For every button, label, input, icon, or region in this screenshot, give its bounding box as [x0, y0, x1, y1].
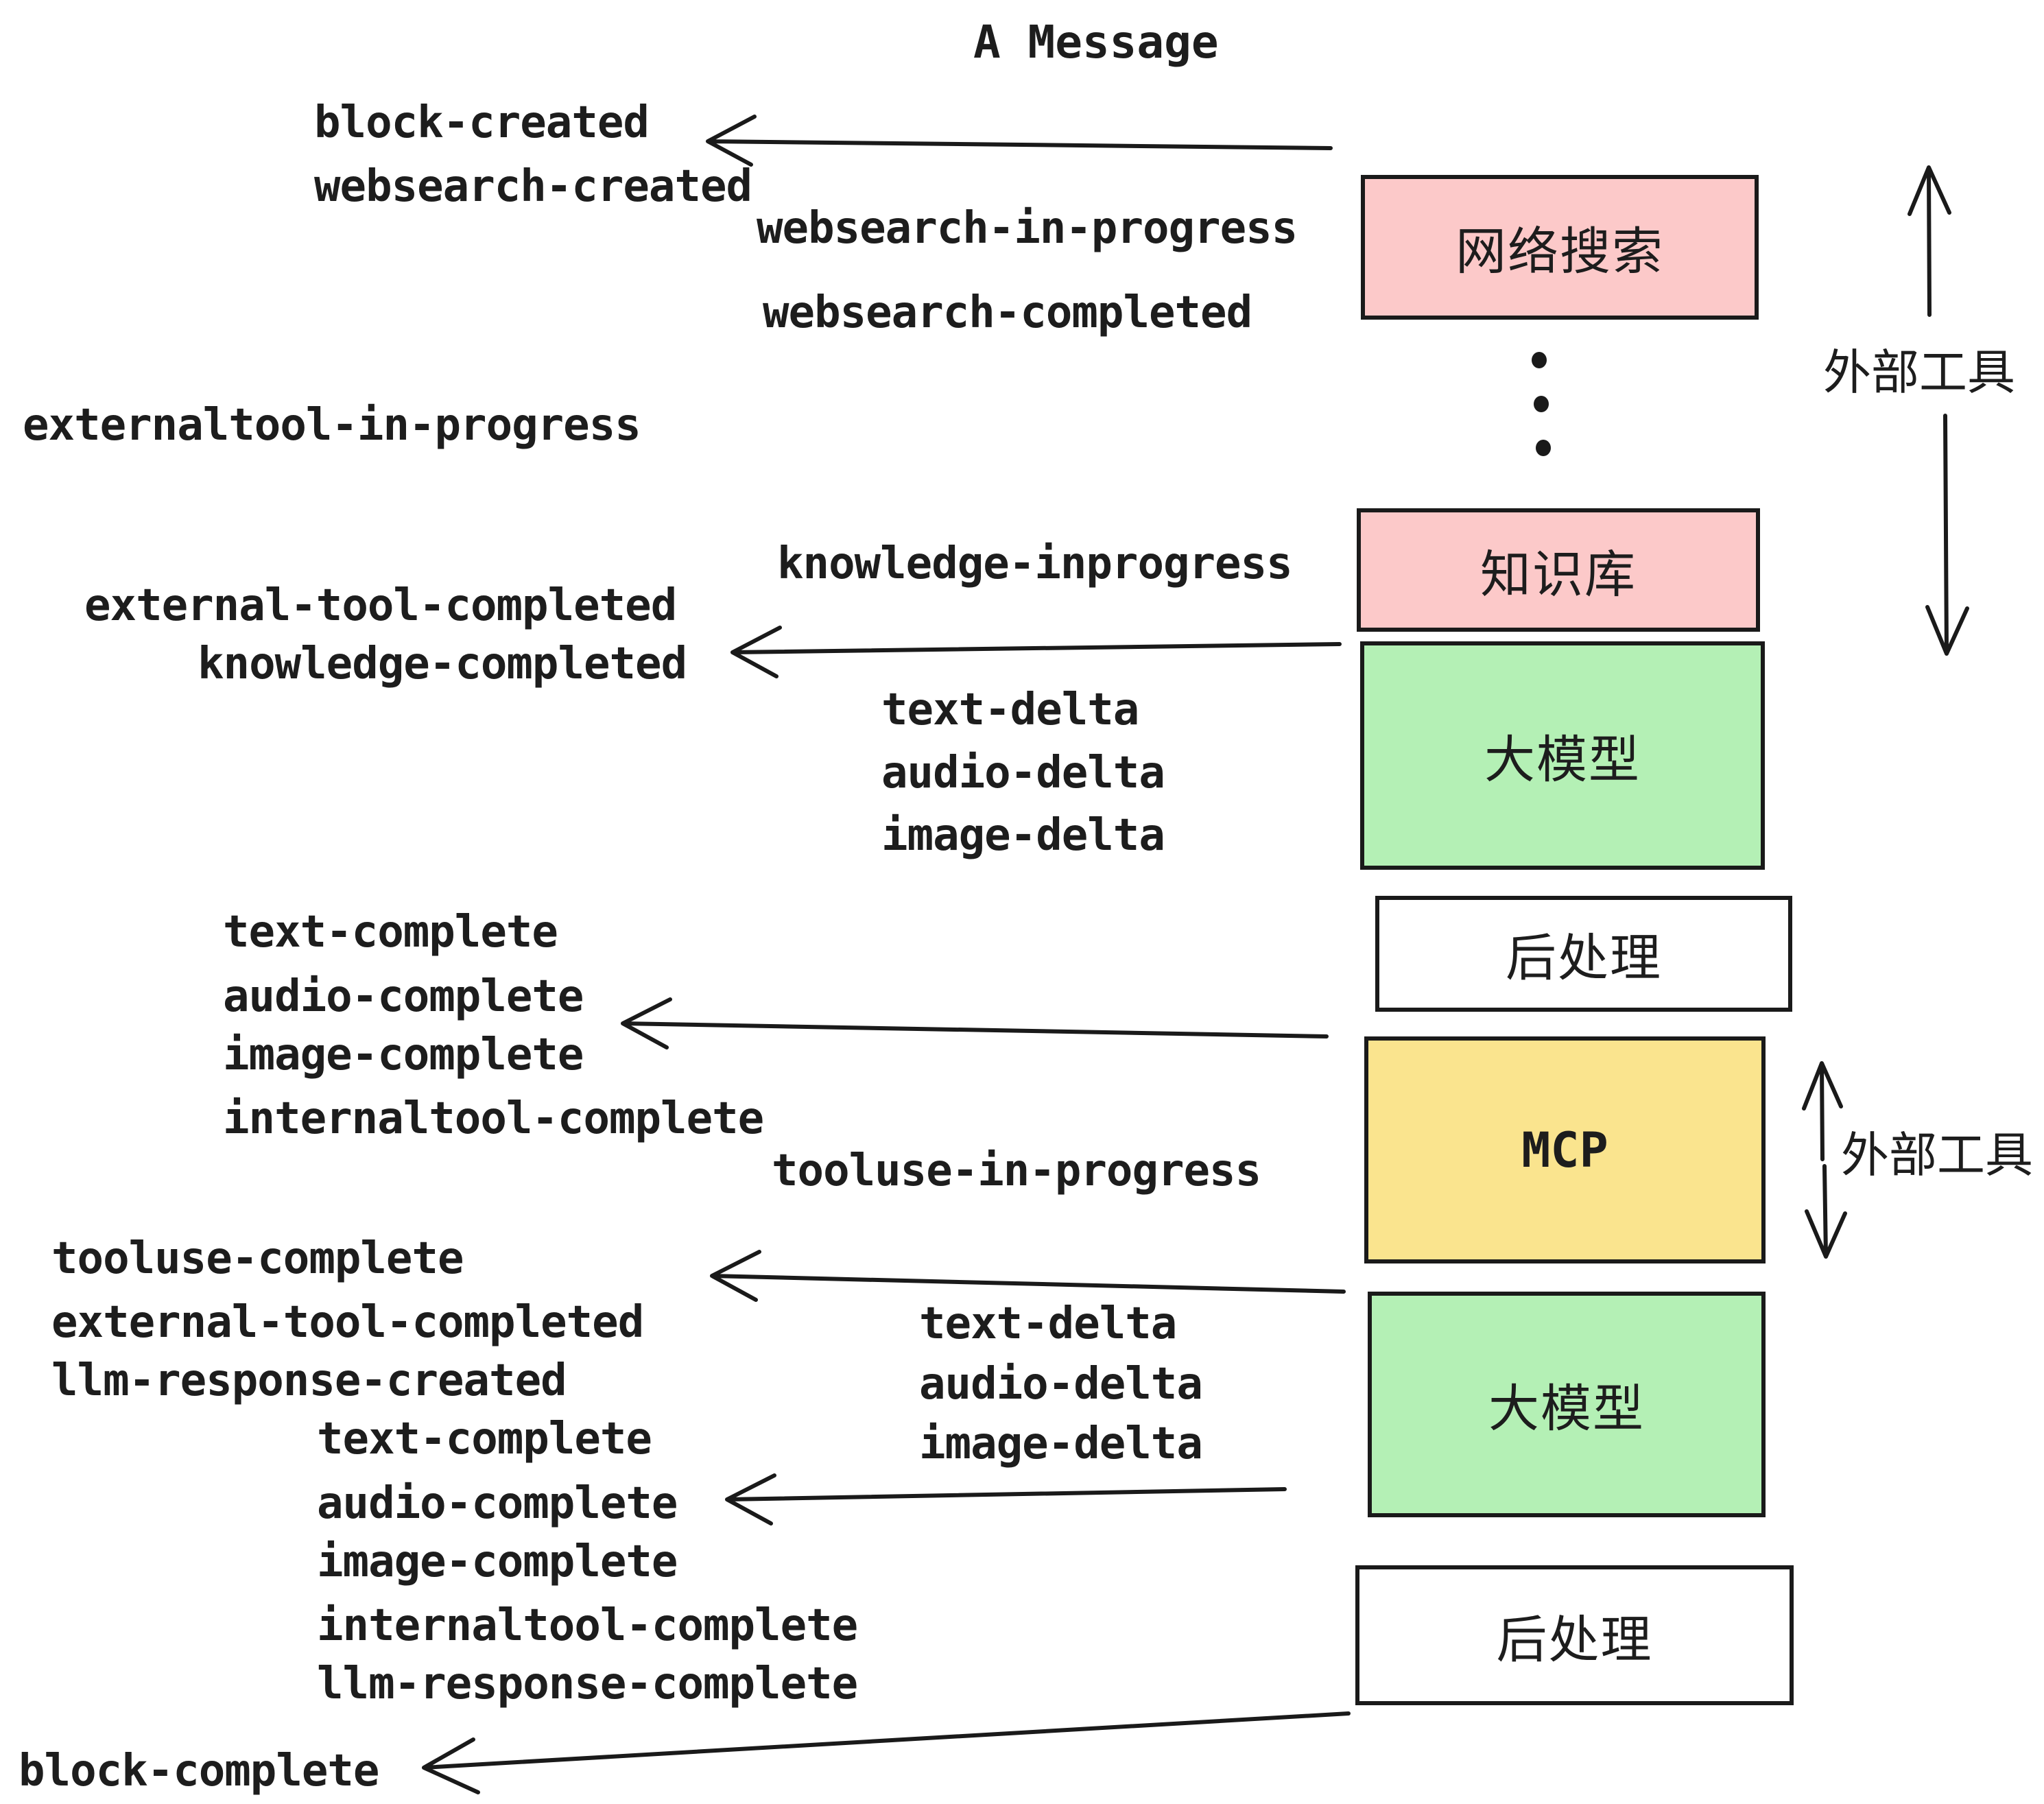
event-text-complete-1: text-complete	[223, 907, 558, 958]
box-knowledge-label: 知识库	[1480, 545, 1637, 603]
event-audio-complete-1: audio-complete	[223, 971, 584, 1022]
box-llm-1-label: 大模型	[1484, 731, 1641, 788]
arrow-block-complete	[422, 1711, 1351, 1794]
box-postprocess-2: 后处理	[1355, 1565, 1794, 1705]
event-internaltool-complete-1: internaltool-complete	[223, 1093, 764, 1144]
event-image-complete-1: image-complete	[223, 1030, 584, 1080]
ellipsis-dot	[1536, 440, 1551, 456]
event-external-tool-completed-2: external-tool-completed	[51, 1297, 644, 1348]
box-postprocess-1-label: 后处理	[1506, 929, 1662, 986]
arrow-image-complete	[621, 997, 1329, 1049]
box-postprocess-2-label: 后处理	[1496, 1611, 1653, 1668]
event-text-complete-2: text-complete	[317, 1414, 652, 1464]
event-knowledge-inprogress: knowledge-inprogress	[777, 538, 1293, 589]
box-llm-2-label: 大模型	[1488, 1380, 1645, 1437]
external-tools-label-2: 外部工具	[1837, 1114, 2037, 1189]
event-audio-delta-1: audio-delta	[881, 748, 1165, 798]
box-knowledge: 知识库	[1357, 508, 1760, 632]
event-websearch-in-progress: websearch-in-progress	[757, 203, 1298, 254]
event-block-created: block-created	[314, 97, 650, 148]
event-knowledge-completed: knowledge-completed	[198, 639, 687, 689]
box-postprocess-1: 后处理	[1375, 896, 1792, 1012]
event-external-tool-completed-1: external-tool-completed	[84, 580, 677, 631]
event-websearch-completed: websearch-completed	[763, 287, 1252, 338]
event-internaltool-complete-2: internaltool-complete	[317, 1600, 858, 1651]
event-externaltool-in-progress: externaltool-in-progress	[23, 400, 641, 451]
event-tooluse-in-progress: tooluse-in-progress	[772, 1146, 1261, 1196]
box-mcp: MCP	[1364, 1036, 1766, 1263]
event-image-delta-1: image-delta	[881, 810, 1165, 861]
box-mcp-label: MCP	[1521, 1121, 1608, 1178]
external-tools-label-1: 外部工具	[1819, 331, 2019, 406]
event-llm-response-complete: llm-response-complete	[317, 1659, 858, 1709]
event-websearch-created: websearch-created	[314, 161, 752, 212]
double-arrow-external-tools-1	[1908, 165, 1969, 656]
event-llm-response-created: llm-response-created	[51, 1355, 567, 1406]
box-llm-2: 大模型	[1368, 1292, 1766, 1517]
event-tooluse-complete: tooluse-complete	[51, 1233, 464, 1284]
event-image-complete-2: image-complete	[317, 1536, 678, 1587]
box-websearch-label: 网络搜索	[1455, 223, 1664, 280]
event-block-complete: block-complete	[19, 1746, 379, 1796]
ellipsis-dot	[1532, 352, 1547, 368]
event-text-delta-1: text-delta	[881, 685, 1139, 735]
arrow-knowledge-completed	[730, 626, 1342, 678]
box-llm-1: 大模型	[1360, 641, 1765, 870]
arrow-tooluse-complete	[710, 1250, 1346, 1302]
event-text-delta-2: text-delta	[919, 1298, 1177, 1349]
event-audio-delta-2: audio-delta	[919, 1359, 1203, 1410]
arrow-block-created	[706, 115, 1333, 167]
box-websearch: 网络搜索	[1361, 175, 1759, 320]
diagram-title: A Message	[973, 16, 1219, 69]
event-audio-complete-2: audio-complete	[317, 1478, 678, 1529]
arrow-audio-complete	[725, 1473, 1287, 1526]
ellipsis-dot	[1534, 396, 1549, 412]
event-image-delta-2: image-delta	[919, 1419, 1203, 1469]
